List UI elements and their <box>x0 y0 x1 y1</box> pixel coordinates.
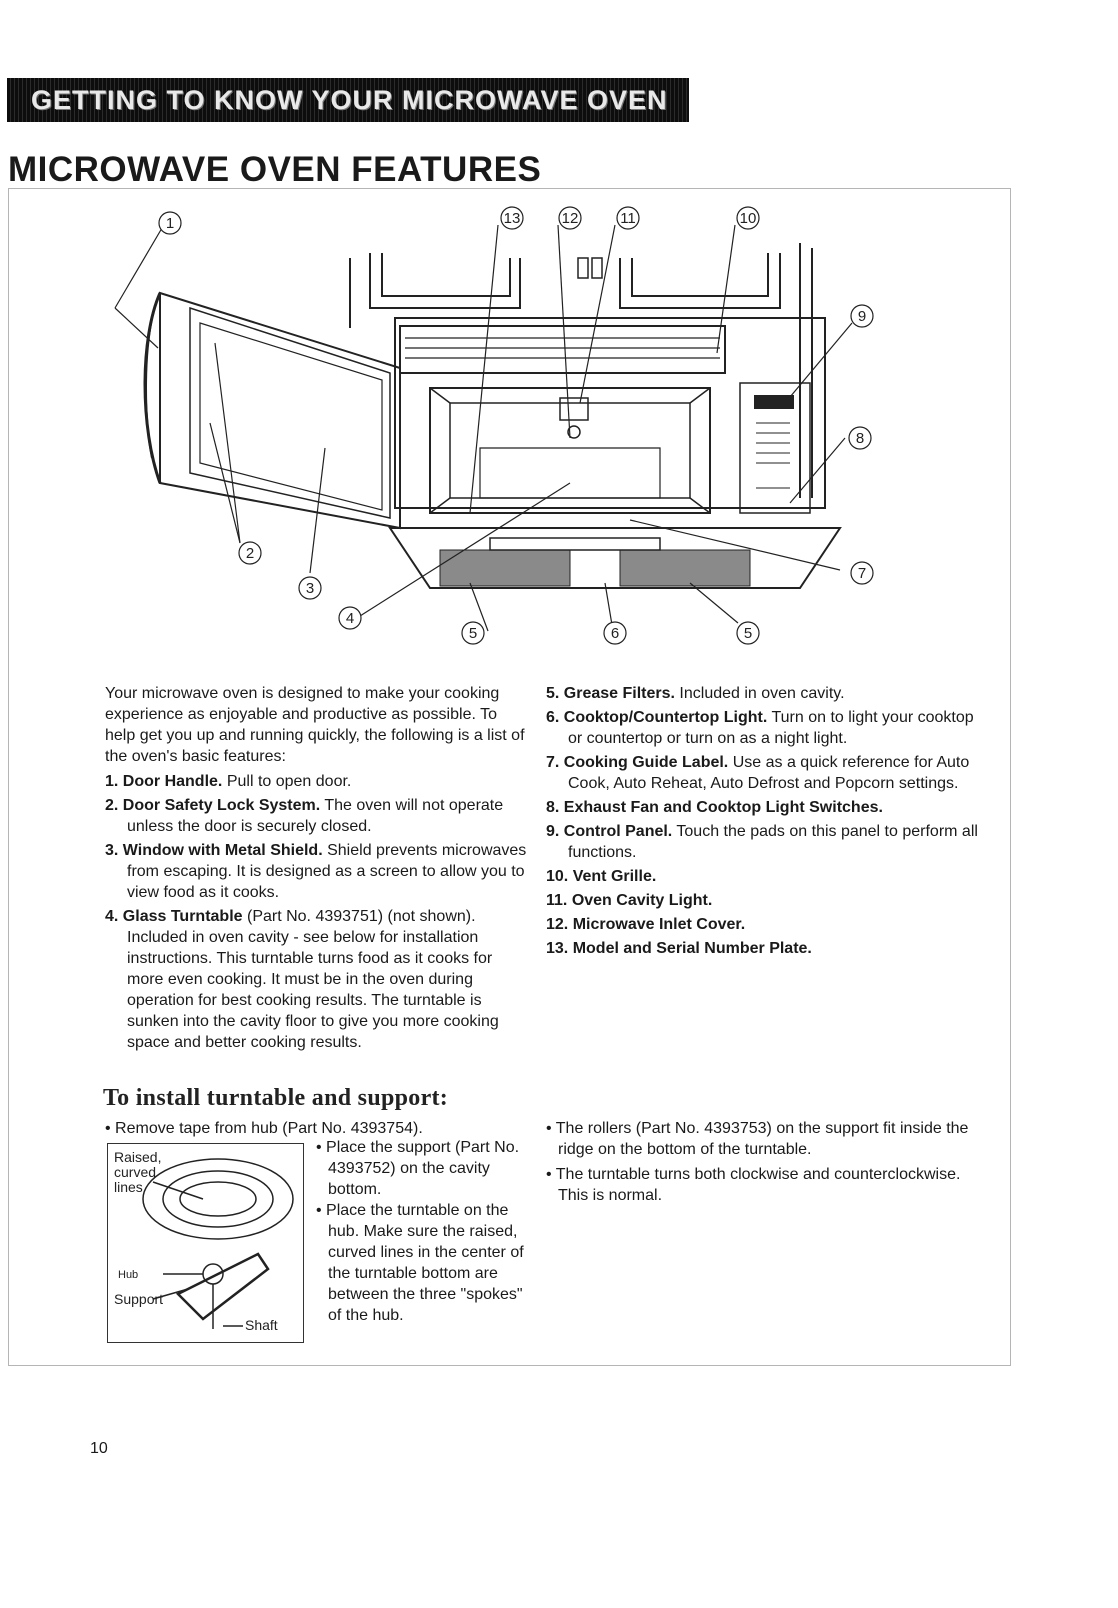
callout-5-left: 5 <box>469 625 477 642</box>
feature-item: 9. Control Panel. Touch the pads on this… <box>546 823 978 861</box>
install-heading: To install turntable and support: <box>103 1085 449 1111</box>
callout-2: 2 <box>246 545 254 562</box>
page-title: MICROWAVE OVEN FEATURES <box>8 150 542 189</box>
feature-item: 5. Grease Filters. Included in oven cavi… <box>546 685 845 702</box>
callout-1: 1 <box>166 215 174 232</box>
install-bullet: • Remove tape from hub (Part No. 4393754… <box>105 1120 423 1137</box>
feature-item: 8. Exhaust Fan and Cooktop Light Switche… <box>546 799 883 816</box>
install-bullet: • Place the support (Part No. 4393752) o… <box>316 1139 520 1198</box>
callout-10: 10 <box>740 210 757 227</box>
install-bullet: • Place the turntable on the hub. Make s… <box>316 1202 524 1324</box>
callout-3: 3 <box>306 580 314 597</box>
callout-6: 6 <box>611 625 619 642</box>
callout-13: 13 <box>504 210 521 227</box>
feature-item: 2. Door Safety Lock System. The oven wil… <box>105 797 504 835</box>
install-bullet: • The rollers (Part No. 4393753) on the … <box>546 1120 969 1158</box>
features-right-column: 5. Grease Filters. Included in oven cavi… <box>546 683 991 962</box>
feature-item: 7. Cooking Guide Label. Use as a quick r… <box>546 754 970 792</box>
feature-item: 10. Vent Grille. <box>546 868 657 885</box>
inset-label-raised: Raised, <box>114 1149 161 1165</box>
banner-text: GETTING TO KNOW YOUR MICROWAVE OVEN <box>31 84 668 115</box>
turntable-support-illustration: Raised, curved lines Hub Support Shaft <box>114 1149 294 1333</box>
page-number: 10 <box>90 1440 108 1457</box>
inset-label-curved: curved <box>114 1164 156 1180</box>
features-left-column: Your microwave oven is designed to make … <box>105 683 530 1056</box>
feature-item: 3. Window with Metal Shield. Shield prev… <box>105 842 527 901</box>
feature-item: 1. Door Handle. Pull to open door. <box>105 773 352 790</box>
callout-11: 11 <box>620 210 636 227</box>
feature-item: 12. Microwave Inlet Cover. <box>546 916 746 933</box>
inset-label-lines: lines <box>114 1179 143 1195</box>
install-right-column: • The rollers (Part No. 4393753) on the … <box>546 1118 991 1210</box>
install-left-column: • Remove tape from hub (Part No. 4393754… <box>105 1118 535 1143</box>
feature-item: 11. Oven Cavity Light. <box>546 892 713 909</box>
inset-label-hub: Hub <box>118 1269 138 1281</box>
callout-12: 12 <box>562 210 579 227</box>
feature-item: 6. Cooktop/Countertop Light. Turn on to … <box>546 709 974 747</box>
feature-item: 13. Model and Serial Number Plate. <box>546 940 812 957</box>
inset-label-shaft: Shaft <box>245 1317 278 1333</box>
section-banner: GETTING TO KNOW YOUR MICROWAVE OVEN <box>7 78 689 122</box>
callout-8: 8 <box>856 430 864 447</box>
intro-paragraph: Your microwave oven is designed to make … <box>105 685 525 765</box>
turntable-inset: Raised, curved lines Hub Support Shaft <box>107 1143 304 1343</box>
content-frame <box>8 188 1011 1366</box>
inset-label-support: Support <box>114 1291 163 1307</box>
feature-item: 4. Glass Turntable (Part No. 4393751) (n… <box>105 908 499 1051</box>
callout-5-right: 5 <box>744 625 752 642</box>
callout-9: 9 <box>858 308 866 325</box>
install-inset-text: • Place the support (Part No. 4393752) o… <box>316 1137 536 1326</box>
install-bullet: • The turntable turns both clockwise and… <box>546 1166 961 1204</box>
microwave-diagram: 1 2 3 4 5 6 5 7 8 9 10 11 12 13 <box>114 206 874 645</box>
callout-4: 4 <box>346 610 354 627</box>
callout-7: 7 <box>858 565 866 582</box>
